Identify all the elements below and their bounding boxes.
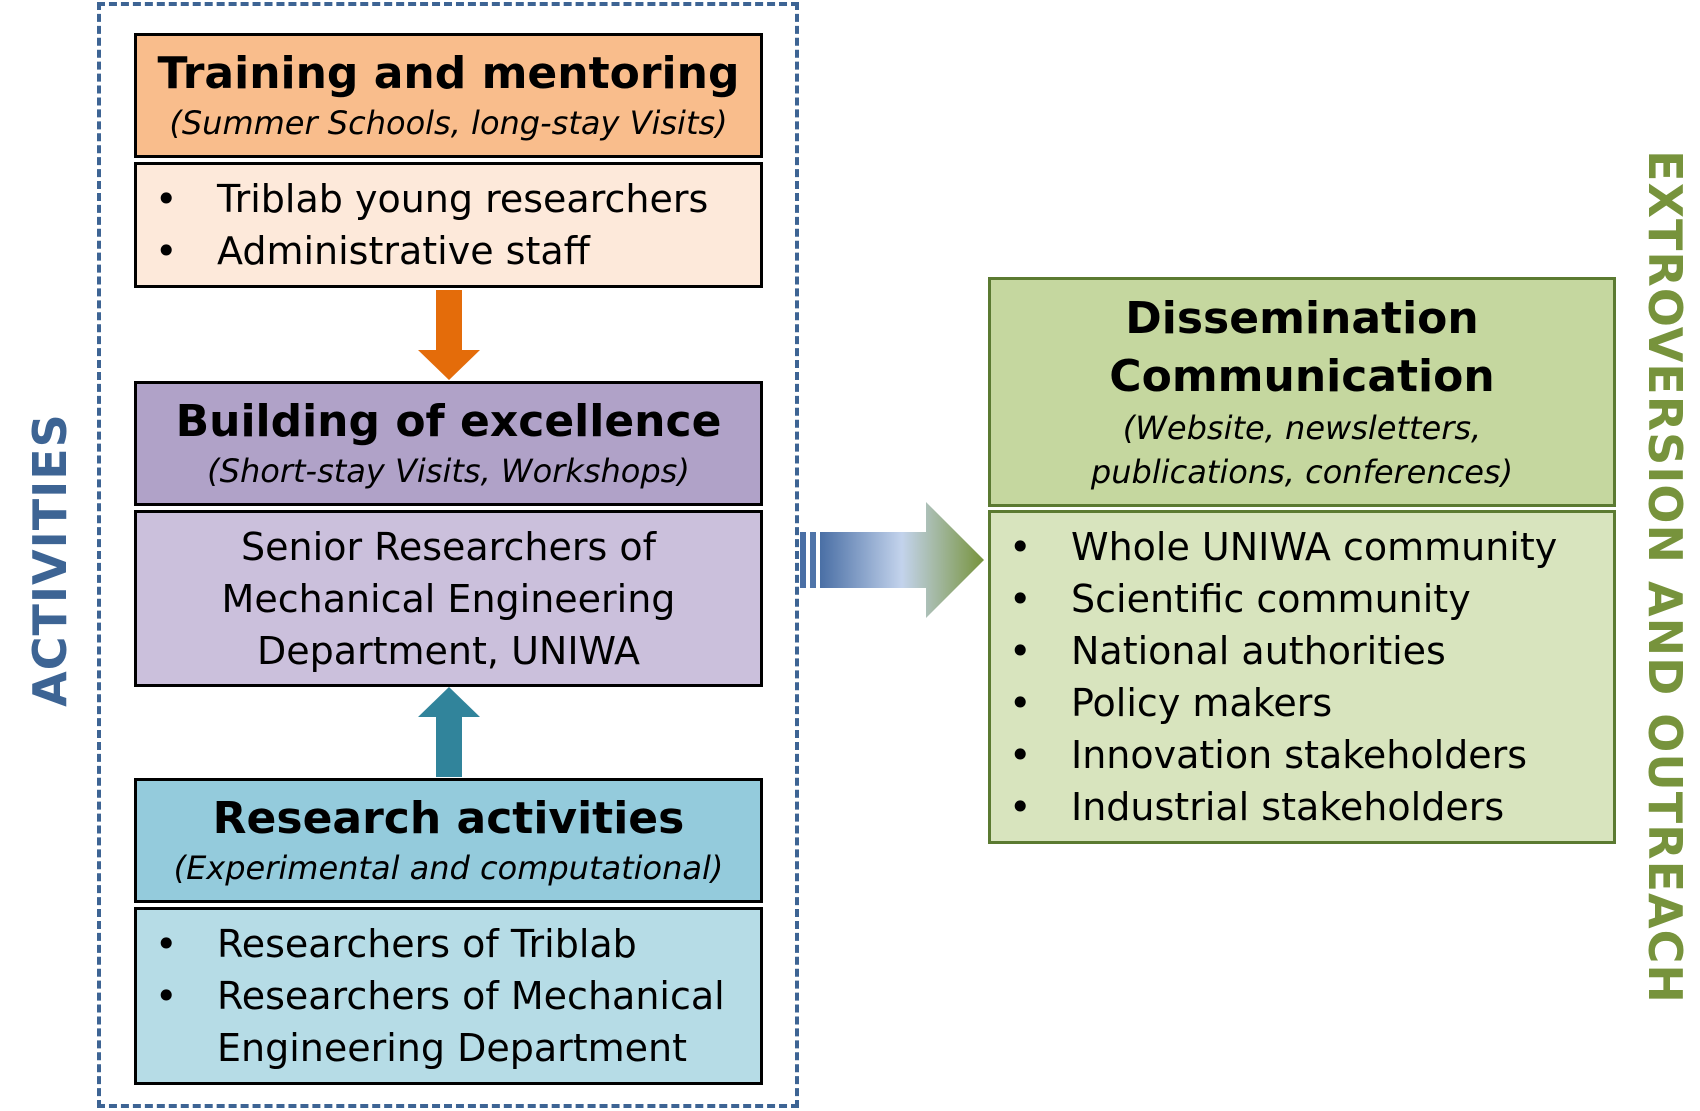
list-item: Triblab young researchers	[137, 173, 760, 225]
training-subtitle: (Summer Schools, long-stay Visits)	[169, 103, 728, 142]
activities-label: ACTIVITIES	[23, 413, 77, 707]
list-item: Whole UNIWA community	[991, 521, 1613, 573]
dissemination-subtitle-line: (Website, newsletters,	[1122, 409, 1482, 447]
dissemination-subtitle-line: publications, conferences)	[1090, 453, 1514, 491]
list-item: Industrial stakeholders	[991, 781, 1613, 833]
dissemination-title-line: Communication	[1109, 351, 1495, 402]
research-list: Researchers of Triblab Researchers of Me…	[137, 918, 760, 1074]
excellence-body-line: Senior Researchers of	[241, 524, 656, 569]
list-item: Scientific community	[991, 573, 1613, 625]
dissemination-body-box: Whole UNIWA community Scientific communi…	[988, 510, 1616, 844]
list-item: Administrative staff	[137, 225, 760, 277]
list-item-continuation: Engineering Department	[217, 1026, 688, 1070]
training-list: Triblab young researchers Administrative…	[137, 173, 760, 277]
dissemination-header-box: Dissemination Communication (Website, ne…	[988, 277, 1616, 507]
training-title: Training and mentoring	[157, 47, 740, 99]
list-item: Researchers of Triblab	[137, 918, 760, 970]
list-item: Researchers of Mechanical	[137, 970, 760, 1022]
dissemination-title-line: Dissemination	[1125, 293, 1479, 344]
research-header-box: Research activities (Experimental and co…	[134, 778, 763, 903]
arrow-down-icon	[418, 290, 480, 380]
training-header-box: Training and mentoring (Summer Schools, …	[134, 33, 763, 158]
extroversion-outreach-label: EXTROVERSION AND OUTREACH	[1638, 150, 1692, 1004]
research-subtitle: (Experimental and computational)	[173, 848, 724, 887]
research-title: Research activities	[212, 792, 685, 844]
dissemination-list: Whole UNIWA community Scientific communi…	[991, 521, 1613, 833]
excellence-body-line: Department, UNIWA	[256, 628, 641, 673]
list-item: Innovation stakeholders	[991, 729, 1613, 781]
excellence-subtitle: (Short-stay Visits, Workshops)	[207, 451, 690, 490]
excellence-title: Building of excellence	[175, 395, 722, 447]
research-body-box: Researchers of Triblab Researchers of Me…	[134, 907, 763, 1085]
list-item: Policy makers	[991, 677, 1613, 729]
excellence-body-line: Mechanical Engineering	[221, 576, 676, 621]
arrow-right-icon	[800, 502, 984, 618]
arrow-up-icon	[418, 687, 480, 777]
activities-frame	[97, 2, 799, 1108]
excellence-body-box: Senior Researchers of Mechanical Enginee…	[134, 510, 763, 687]
training-body-box: Triblab young researchers Administrative…	[134, 162, 763, 288]
list-item: National authorities	[991, 625, 1613, 677]
excellence-header-box: Building of excellence (Short-stay Visit…	[134, 381, 763, 506]
